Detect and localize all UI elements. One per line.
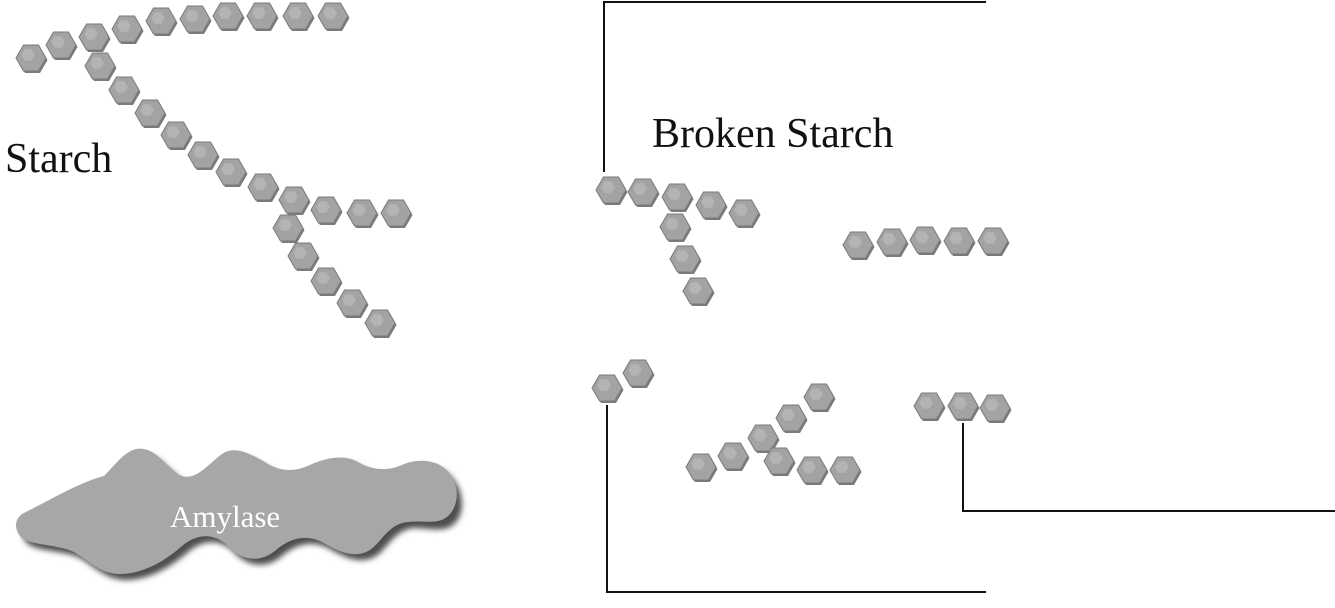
glucose-hexagon <box>45 31 78 60</box>
glucose-hexagon <box>78 23 111 52</box>
glucose-hexagon <box>187 141 220 170</box>
glucose-hexagon <box>763 447 796 476</box>
glucose-hexagon <box>717 442 750 471</box>
glucose-hexagon <box>15 44 48 73</box>
glucose-hexagon <box>977 227 1010 256</box>
bottom-left-bracket-line <box>606 405 986 593</box>
starch-label: Starch <box>5 136 112 182</box>
glucose-hexagon <box>310 196 343 225</box>
glucose-hexagon <box>913 392 946 421</box>
glucose-hexagon <box>595 176 628 205</box>
glucose-hexagon <box>661 183 694 212</box>
glucose-hexagon <box>829 456 862 485</box>
glucose-hexagon <box>364 309 397 338</box>
glucose-hexagon <box>317 2 350 31</box>
glucose-hexagon <box>796 456 829 485</box>
glucose-hexagon <box>145 7 178 36</box>
top-bracket-line <box>603 1 986 172</box>
glucose-hexagon <box>134 99 167 128</box>
amylase-body <box>16 448 457 574</box>
glucose-hexagon <box>212 2 245 31</box>
glucose-hexagon <box>380 199 413 228</box>
glucose-hexagon <box>669 245 702 274</box>
glucose-hexagon <box>111 15 144 44</box>
glucose-hexagon <box>943 227 976 256</box>
glucose-hexagon <box>947 392 980 421</box>
glucose-hexagon <box>627 178 660 207</box>
starch-chain <box>15 2 413 338</box>
glucose-hexagon <box>287 242 320 271</box>
glucose-hexagon <box>979 394 1012 423</box>
amylase-enzyme <box>16 448 462 580</box>
glucose-hexagon <box>246 2 279 31</box>
glucose-hexagon <box>803 383 836 412</box>
bracket-lines <box>603 1 1335 593</box>
glucose-hexagon <box>842 231 875 260</box>
glucose-hexagon <box>747 424 780 453</box>
glucose-hexagon <box>84 52 117 81</box>
glucose-hexagon <box>160 121 193 150</box>
broken-starch-label: Broken Starch <box>652 111 893 157</box>
glucose-hexagon <box>108 76 141 105</box>
glucose-hexagon <box>346 199 379 228</box>
glucose-hexagon <box>876 228 909 257</box>
glucose-hexagon <box>310 267 343 296</box>
glucose-hexagon <box>695 191 728 220</box>
glucose-hexagon <box>682 277 715 306</box>
glucose-hexagon <box>728 199 761 228</box>
glucose-hexagon <box>591 374 624 403</box>
glucose-hexagon <box>659 213 692 242</box>
glucose-hexagon <box>272 214 305 243</box>
glucose-hexagon <box>622 359 655 388</box>
glucose-hexagon <box>179 5 212 34</box>
glucose-hexagon <box>215 158 248 187</box>
glucose-hexagon <box>336 289 369 318</box>
bottom-right-bracket-line <box>962 423 1335 512</box>
glucose-hexagon <box>909 226 942 255</box>
amylase-label: Amylase <box>170 499 280 534</box>
glucose-hexagon <box>247 173 280 202</box>
broken-starch-fragments <box>591 176 1012 485</box>
glucose-hexagon <box>282 2 315 31</box>
glucose-hexagon <box>775 404 808 433</box>
glucose-hexagon <box>278 186 311 215</box>
glucose-hexagon <box>685 453 718 482</box>
